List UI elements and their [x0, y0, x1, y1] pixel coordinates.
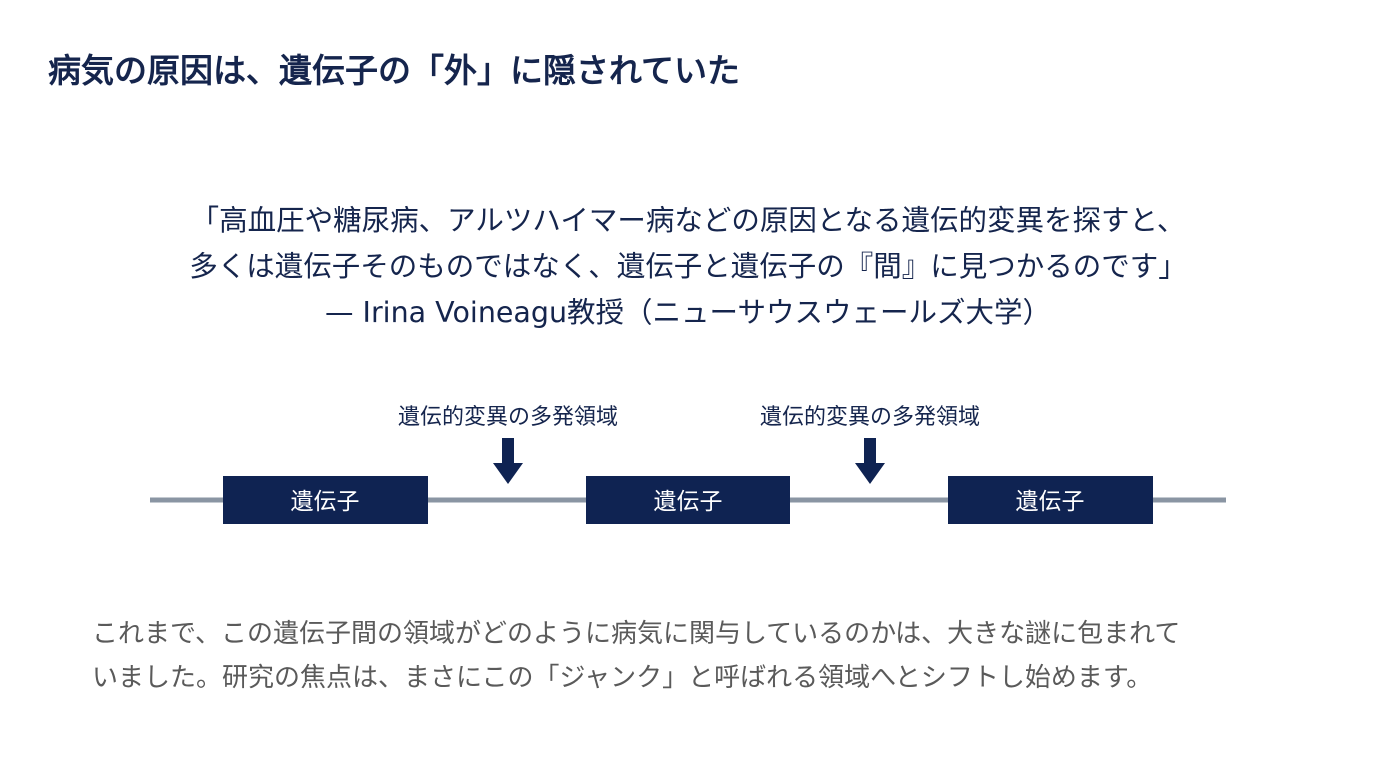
- explanation-line-2: いました。研究の焦点は、まさにこの「ジャンク」と呼ばれる領域へとシフトし始めます…: [92, 663, 1153, 693]
- hotspot-label: 遺伝的変異の多発領域: [760, 405, 980, 430]
- explanation-line-1: これまで、この遺伝子間の領域がどのように病気に関与しているのかは、大きな謎に包ま…: [92, 619, 1181, 649]
- quote-line-2: 多くは遺伝子そのものではなく、遺伝子と遺伝子の『間』に見つかるのです」: [189, 250, 1187, 283]
- page-title: 病気の原因は、遺伝子の「外」に隠されていた: [48, 51, 741, 90]
- down-arrow-icon: [855, 463, 885, 484]
- gene-box: 遺伝子: [223, 476, 428, 524]
- gene-diagram: 遺伝子 遺伝子 遺伝子 遺伝的変異の多発領域 遺伝的変異の多発領域: [150, 405, 1226, 524]
- down-arrow-icon: [864, 438, 876, 464]
- gene-label: 遺伝子: [654, 489, 723, 515]
- gene-box: 遺伝子: [586, 476, 790, 524]
- gene-label: 遺伝子: [1016, 489, 1085, 515]
- hotspot-marker: 遺伝的変異の多発領域: [398, 405, 618, 484]
- hotspot-marker: 遺伝的変異の多発領域: [760, 405, 980, 484]
- quote-attribution: — Irina Voineagu教授（ニューサウスウェールズ大学）: [325, 296, 1051, 329]
- hotspot-label: 遺伝的変異の多発領域: [398, 405, 618, 430]
- quote-line-1: 「高血圧や糖尿病、アルツハイマー病などの原因となる遺伝的変異を探すと、: [190, 204, 1186, 237]
- gene-label: 遺伝子: [291, 489, 360, 515]
- down-arrow-icon: [502, 438, 514, 464]
- gene-box: 遺伝子: [948, 476, 1153, 524]
- down-arrow-icon: [493, 463, 523, 484]
- quote-block: 「高血圧や糖尿病、アルツハイマー病などの原因となる遺伝的変異を探すと、 多くは遺…: [0, 198, 1376, 336]
- explanation-text: これまで、この遺伝子間の領域がどのように病気に関与しているのかは、大きな謎に包ま…: [92, 612, 1312, 700]
